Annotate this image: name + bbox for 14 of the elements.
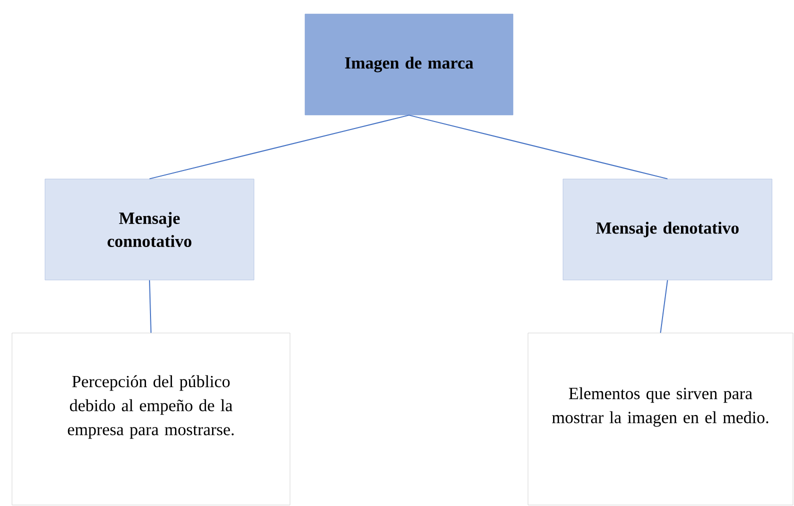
node-label: Percepción del público debido al empeño de la empresa para mostrarse. <box>68 375 234 439</box>
category-box <box>562 178 772 280</box>
connector-line <box>149 280 152 334</box>
category-box <box>44 178 254 280</box>
description-box <box>528 332 794 506</box>
connector-line <box>408 114 668 180</box>
title-box <box>304 14 514 116</box>
description-box <box>12 332 290 506</box>
node-label: Mensaje denotativo <box>596 222 739 238</box>
node-label: Elementos que sirven para mostrar la imagen en el medio. <box>552 387 768 427</box>
connector-line <box>660 280 668 334</box>
node-label: Mensaje connotativo <box>108 212 192 247</box>
node-label: Imagen de marca <box>345 56 474 72</box>
connector-line <box>149 114 410 180</box>
